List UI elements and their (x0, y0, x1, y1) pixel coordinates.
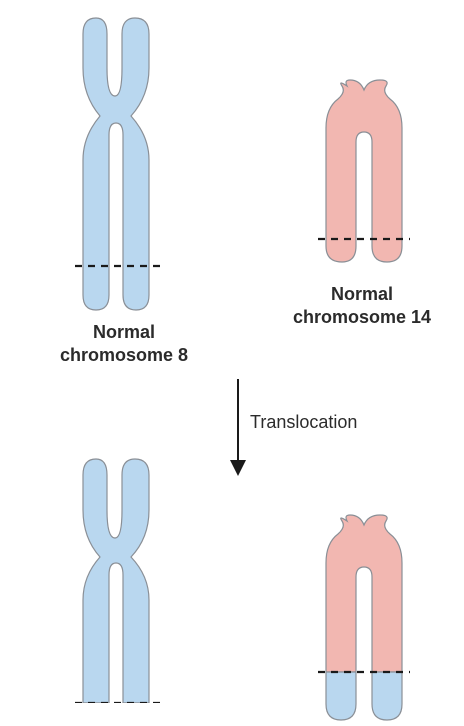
label-chr8-line1: Normal (92, 322, 155, 342)
chromosome-8-body (82, 17, 150, 311)
der-8-upper-segment (82, 458, 150, 703)
der-8-translocated-tip-right (122, 702, 150, 703)
label-chr14-line1: Normal (330, 284, 393, 304)
normal-chromosome-8 (75, 17, 160, 311)
label-chr8-line2: chromosome 8 (59, 345, 189, 365)
der-14-translocated-segment-right (371, 671, 403, 721)
der-14-translocated-segment-left (325, 671, 357, 721)
translocation-label: Translocation (250, 412, 358, 432)
der-14-upper-segment (325, 514, 403, 673)
der-8-translocated-tip-left (82, 702, 110, 703)
label-normal-chromosome-8: Normal chromosome 8 (34, 321, 214, 367)
derivative-chromosome-8 (75, 458, 160, 703)
label-normal-chromosome-14: Normal chromosome 14 (262, 283, 462, 329)
chromosome-14-body (325, 79, 403, 263)
normal-chromosome-14 (318, 79, 410, 263)
label-chr14-line2: chromosome 14 (292, 307, 432, 327)
derivative-chromosome-14 (318, 514, 410, 721)
